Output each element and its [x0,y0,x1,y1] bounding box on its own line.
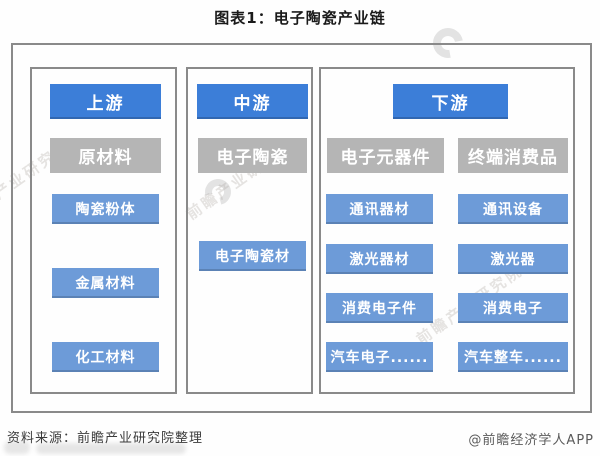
downstream-item: 消费电子件 [326,293,433,323]
downstream-item: 汽车整车...... [458,342,568,372]
upstream-category: 原材料 [50,138,161,173]
downstream-item: 激光器 [458,244,568,274]
upstream-item: 金属材料 [52,268,159,298]
downstream-item: 激光器材 [326,244,433,274]
downstream-column: 下游 电子元器件 终端消费品 通讯器材 激光器材 消费电子件 汽车电子.....… [319,67,575,394]
downstream-category-consumer: 终端消费品 [458,138,568,173]
midstream-header: 中游 [197,84,308,119]
credit-note: @前瞻经济学人APP [468,433,594,448]
source-note: 资料来源：前瞻产业研究院整理 [7,431,204,446]
diagram-frame [11,43,592,413]
downstream-header: 下游 [393,84,508,119]
upstream-column: 上游 原材料 陶瓷粉体 金属材料 化工材料 [30,67,177,394]
downstream-item: 消费电子 [458,293,568,323]
figure-title: 图表1：电子陶瓷产业链 [214,9,386,27]
midstream-column: 中游 电子陶瓷 电子陶瓷材 [186,67,313,394]
downstream-item: 通讯设备 [458,194,568,224]
midstream-item: 电子陶瓷材 [199,241,306,271]
upstream-item: 化工材料 [52,342,159,372]
downstream-item: 通讯器材 [326,194,433,224]
upstream-item: 陶瓷粉体 [52,194,159,224]
upstream-header: 上游 [50,84,161,119]
downstream-item: 汽车电子...... [326,342,433,372]
midstream-category: 电子陶瓷 [198,138,307,173]
downstream-category-components: 电子元器件 [327,138,444,173]
